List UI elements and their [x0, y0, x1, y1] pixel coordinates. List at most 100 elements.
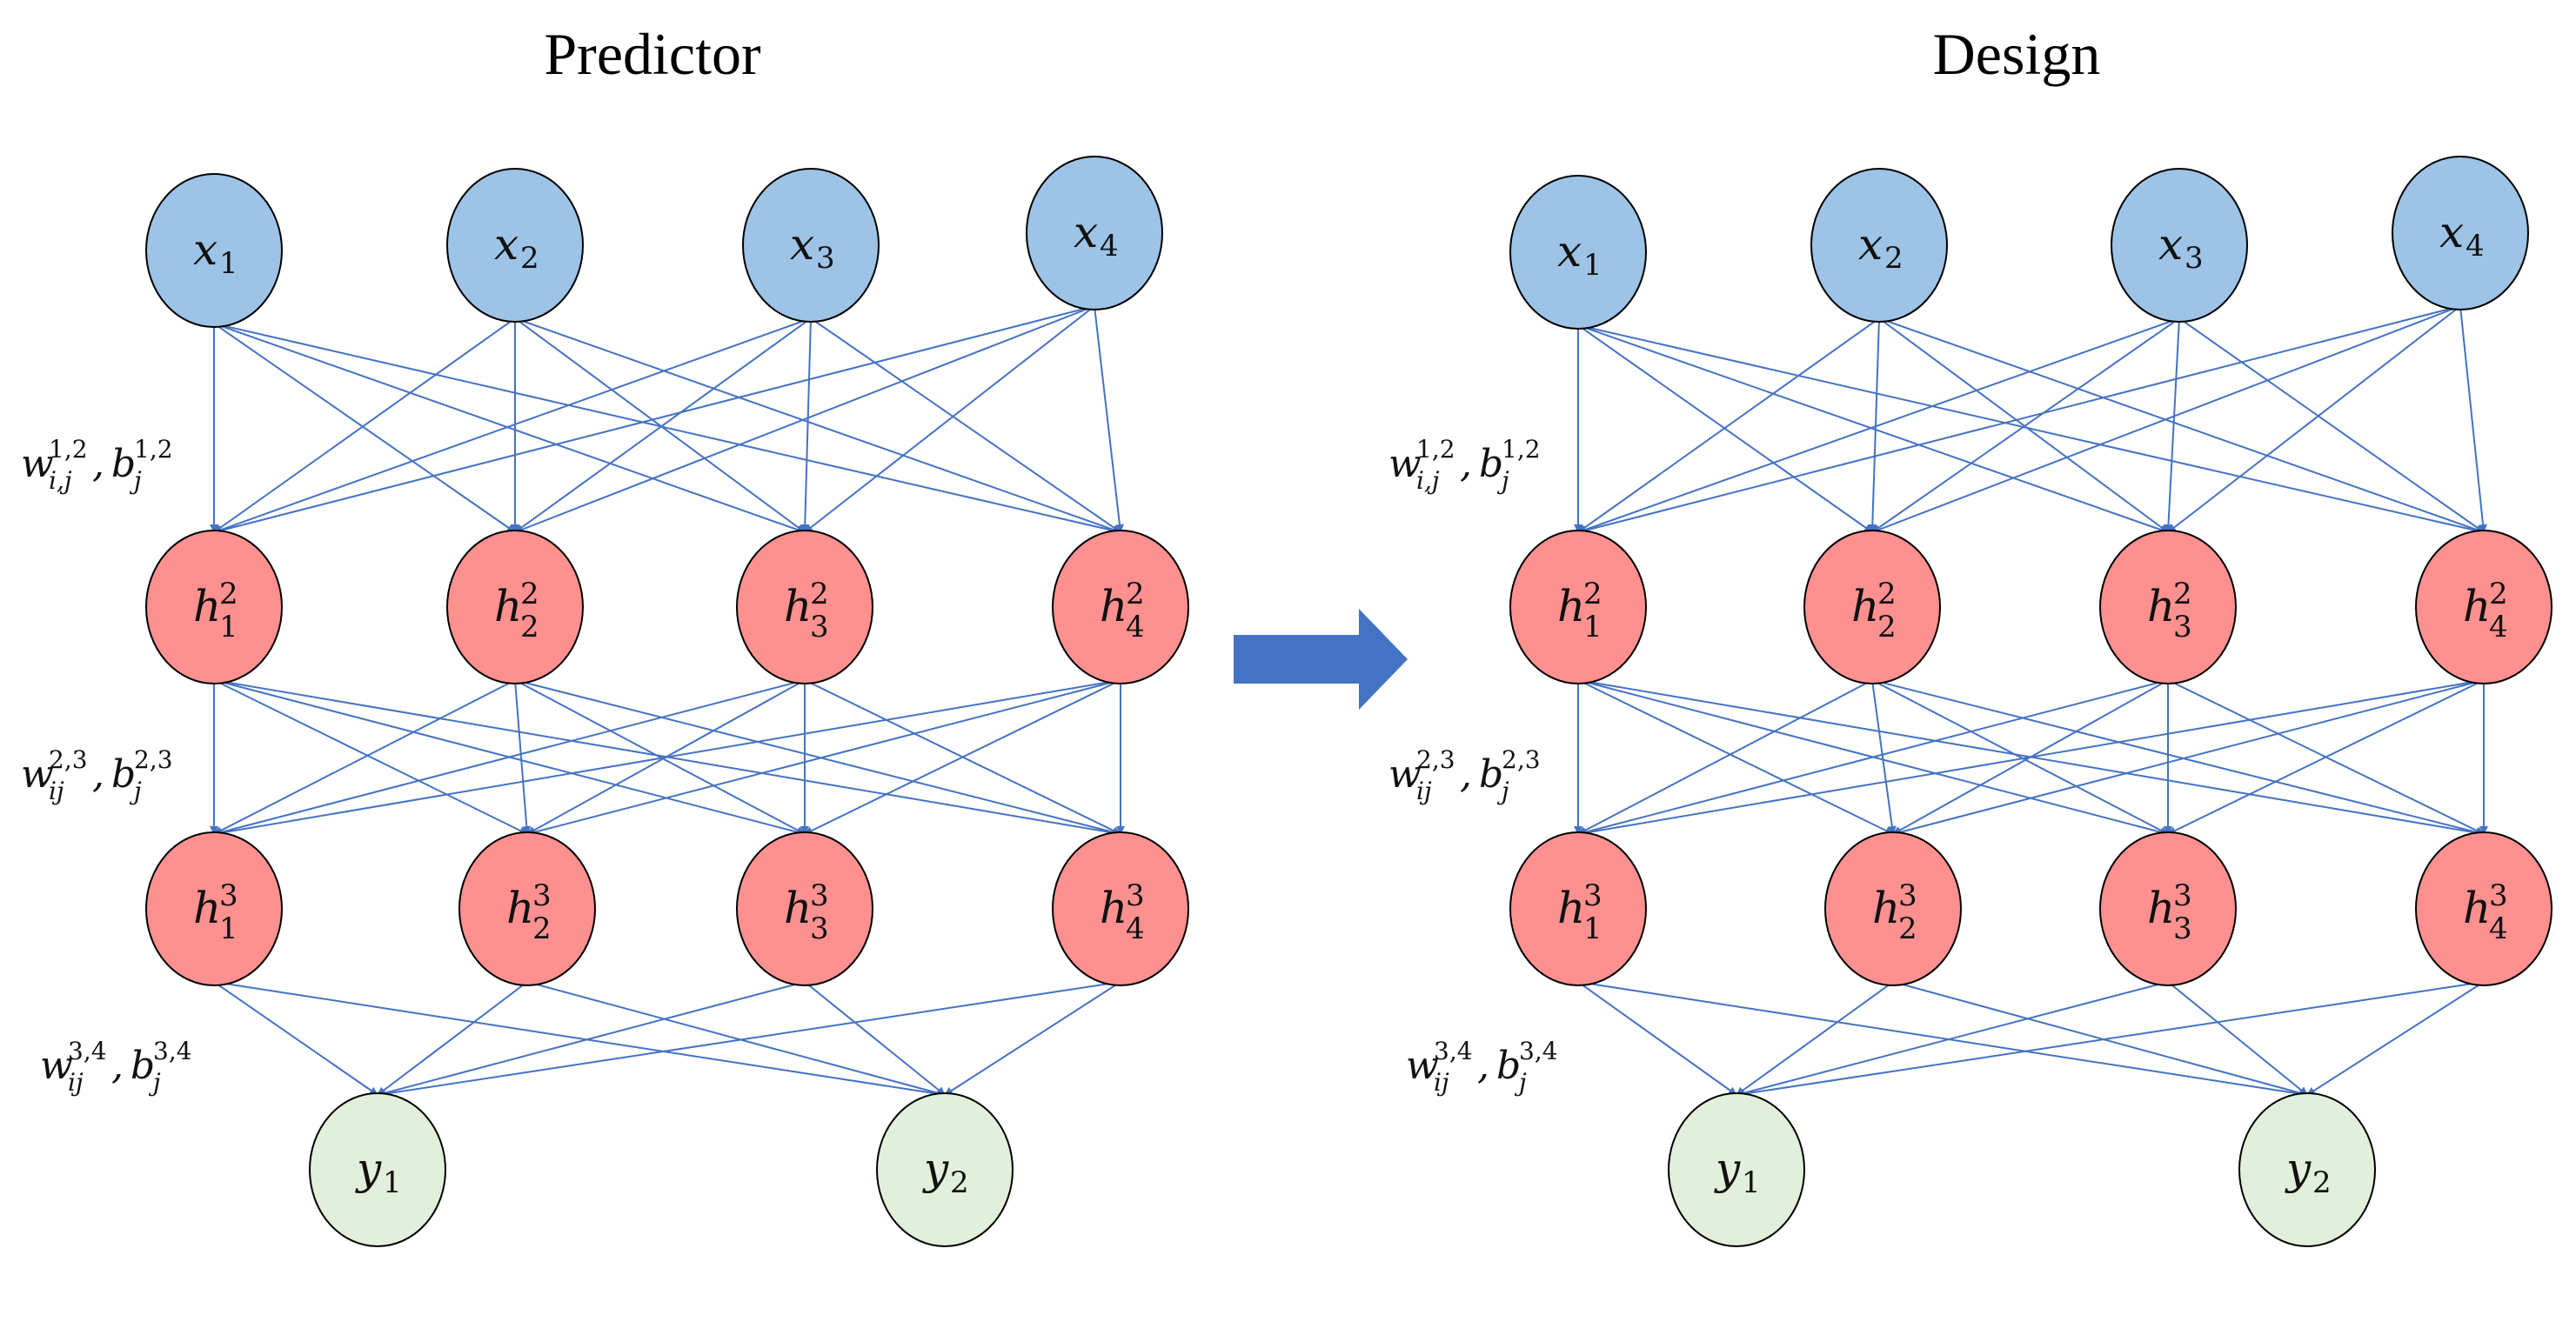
edge-p0-l1-1-1 — [514, 679, 532, 835]
edge-p1-l1-1-1 — [1871, 679, 1897, 835]
node-base: y — [922, 1144, 949, 1194]
node-base: x — [2158, 219, 2183, 270]
node-circle — [309, 1092, 446, 1247]
weight-text: ij — [49, 777, 64, 805]
weight-text: ij — [1434, 1068, 1449, 1097]
node-base: h — [193, 581, 221, 631]
weight-text: 2,3 — [49, 745, 88, 774]
edge-p0-l1-1-0 — [213, 679, 516, 835]
edge-p0-l2-2-1 — [804, 981, 946, 1096]
edge-p1-l1-3-1 — [1892, 679, 2485, 837]
edge-p1-l0-1-0 — [1577, 317, 1880, 533]
weight-text: i,j — [1416, 466, 1440, 495]
edge-p0-l0-3-0 — [213, 305, 1095, 535]
edge-p0-l0-0-3 — [213, 323, 1121, 535]
node-sup: 3 — [1126, 878, 1145, 913]
node-sub: 2 — [520, 610, 539, 644]
node-circle — [145, 831, 283, 986]
node-sub: 3 — [810, 610, 829, 644]
node-base: x — [1557, 226, 1582, 277]
node-sup: 2 — [520, 577, 539, 611]
node-sub: 4 — [1100, 229, 1119, 264]
weight-text: , — [1477, 1044, 1489, 1088]
edge-p1-l0-1-3 — [1878, 317, 2485, 534]
edge-p1-l2-3-1 — [2306, 981, 2485, 1096]
edge-p0-l2-1-1 — [526, 981, 946, 1098]
node-sub: 4 — [2466, 229, 2485, 264]
node-circle — [2099, 530, 2237, 684]
node-base: h — [784, 581, 812, 631]
node-base: h — [506, 883, 534, 933]
weight-text: b — [1479, 442, 1503, 486]
node-circle — [446, 168, 584, 323]
edge-p0-l2-2-0 — [377, 981, 806, 1098]
node-base: x — [1074, 207, 1098, 257]
node-h-2-3-p0: h32 — [458, 831, 596, 986]
node-sub: 4 — [1126, 610, 1145, 644]
node-base: h — [494, 581, 522, 631]
transfer-arrow — [1234, 609, 1408, 710]
node-sub: 1 — [219, 911, 238, 946]
node-circle — [736, 831, 873, 986]
node-sup: 2 — [1877, 577, 1897, 611]
edge-p1-l0-3-2 — [2167, 305, 2461, 533]
node-base: h — [2147, 581, 2175, 631]
node-circle — [1052, 831, 1189, 986]
edge-p0-l0-1-3 — [514, 317, 1121, 534]
node-circle — [2111, 168, 2248, 323]
node-sup: 3 — [1583, 878, 1602, 913]
node-sub: 1 — [1583, 248, 1602, 283]
node-h-2-2-p0: h22 — [446, 530, 584, 684]
edges-layer — [210, 305, 2488, 1098]
weight-text: ij — [68, 1068, 84, 1097]
node-circle — [145, 530, 283, 684]
edge-p1-l0-0-3 — [1577, 324, 2485, 535]
edge-p1-l0-2-2 — [2164, 317, 2180, 533]
node-h-4-3-p0: h34 — [1052, 831, 1189, 986]
weight-text: 1,2 — [134, 435, 173, 464]
weight-text: 3,4 — [153, 1037, 192, 1065]
node-base: x — [790, 219, 814, 270]
node-sub: 4 — [1126, 911, 1145, 946]
node-sub: 2 — [1898, 911, 1917, 946]
node-base: h — [193, 883, 221, 933]
weight-text: 3,4 — [68, 1037, 107, 1065]
node-circle — [446, 530, 584, 684]
node-sup: 3 — [1898, 878, 1917, 913]
weight-label-p1-1: w2,3ij,b2,3j — [1388, 745, 1541, 805]
edge-p0-l0-0-1 — [213, 323, 516, 533]
edge-p1-l1-1-2 — [1871, 679, 2169, 835]
edge-p0-l0-3-2 — [804, 305, 1095, 533]
node-base: y — [355, 1144, 382, 1194]
node-sup: 2 — [1583, 577, 1602, 611]
node-sub: 1 — [219, 610, 238, 644]
node-h-4-2-p1: h24 — [2415, 530, 2553, 684]
edge-p1-l2-1-1 — [1892, 981, 2308, 1098]
node-circle — [1509, 831, 1647, 986]
node-sup: 3 — [2173, 878, 2192, 913]
weight-label-p1-2: w3,4ij,b3,4j — [1406, 1037, 1558, 1097]
edge-p1-l1-1-0 — [1577, 679, 1873, 835]
node-h-4-2-p0: h24 — [1052, 530, 1189, 684]
node-circle — [1824, 831, 1962, 986]
edge-p0-l0-1-0 — [213, 317, 516, 533]
edge-p1-l1-2-0 — [1577, 679, 2169, 837]
weight-text: 1,2 — [49, 435, 88, 464]
node-h-2-3-p1: h32 — [1824, 831, 1962, 986]
weight-text: b — [1479, 752, 1503, 797]
node-h-1-2-p0: h21 — [145, 530, 283, 684]
node-circle — [1052, 530, 1189, 684]
node-base: h — [1872, 883, 1900, 933]
edge-p0-l1-3-2 — [804, 679, 1121, 835]
node-h-3-2-p0: h23 — [736, 530, 873, 684]
node-sup: 2 — [810, 577, 829, 611]
predictor-title: Predictor — [544, 21, 761, 87]
node-h-2-2-p1: h22 — [1803, 530, 1941, 684]
weight-text: 1,2 — [1502, 435, 1541, 464]
